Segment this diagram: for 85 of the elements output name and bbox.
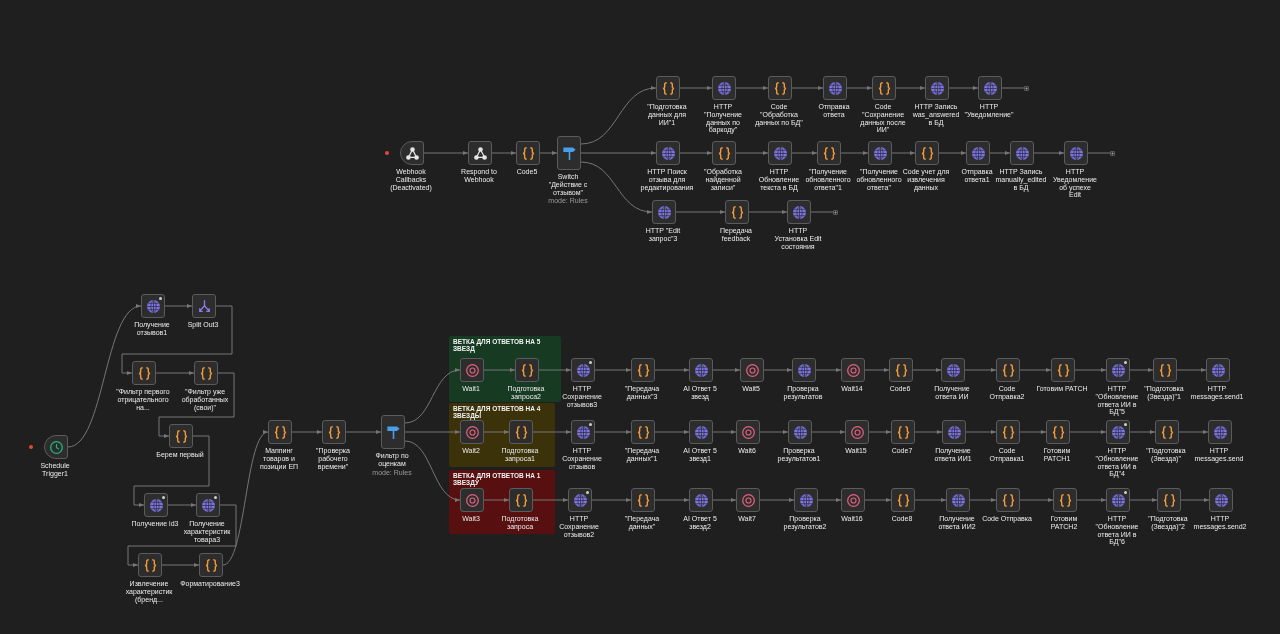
connector-arrow xyxy=(815,368,842,372)
connector-arrow xyxy=(679,86,713,90)
connector-arrow xyxy=(404,440,461,502)
connector-arrow xyxy=(1033,151,1065,155)
connector-arrow xyxy=(164,304,193,308)
connector-arrow xyxy=(1076,498,1107,502)
connector-arrow xyxy=(759,498,795,502)
connector-arrow xyxy=(712,498,737,502)
connector-arrow xyxy=(423,151,469,155)
connector-arrow xyxy=(948,86,979,90)
connector-arrow xyxy=(965,430,997,434)
connector-arrow xyxy=(1019,498,1054,502)
connector-arrow xyxy=(868,430,892,434)
connector-arrow xyxy=(483,368,516,372)
note-panel xyxy=(449,403,555,467)
connector-arrow xyxy=(67,305,142,448)
connector-arrow xyxy=(532,498,569,502)
connector-line xyxy=(1001,87,1025,89)
connector-arrow xyxy=(594,430,632,434)
connector-arrow xyxy=(167,503,197,507)
connector-arrow xyxy=(840,151,869,155)
connector-arrow xyxy=(539,151,558,155)
connector-arrow xyxy=(735,151,769,155)
connector-arrow xyxy=(735,86,769,90)
connector-arrow xyxy=(580,86,657,145)
connector-arrow xyxy=(654,498,690,502)
connector-arrow xyxy=(1129,430,1156,434)
connector-arrow xyxy=(133,435,210,507)
connector-arrow xyxy=(532,430,572,434)
connector-arrow xyxy=(1129,368,1154,372)
connector-arrow xyxy=(846,86,873,90)
connector-arrow xyxy=(483,498,510,502)
note-panel xyxy=(449,336,561,402)
connector-arrow xyxy=(914,498,947,502)
connector-arrow xyxy=(1129,498,1158,502)
connector-arrow xyxy=(483,430,510,434)
connector-arrow xyxy=(1019,368,1052,372)
connector-arrow xyxy=(895,86,926,90)
connector-arrow xyxy=(404,368,461,424)
connector-arrow xyxy=(345,430,382,434)
connector-arrow xyxy=(158,372,235,438)
connector-arrow xyxy=(155,371,195,375)
connector-arrow xyxy=(938,151,967,155)
connector-arrow xyxy=(538,368,572,372)
connector-arrow xyxy=(121,305,233,375)
connector-arrow xyxy=(594,368,632,372)
connector-arrow xyxy=(969,498,997,502)
connector-arrow xyxy=(1019,430,1047,434)
connector-arrow xyxy=(964,368,997,372)
connector-arrow xyxy=(1074,368,1107,372)
connector-arrow xyxy=(811,430,846,434)
connector-arrow xyxy=(759,430,789,434)
connector-arrow xyxy=(679,151,713,155)
connector-arrow xyxy=(654,368,690,372)
connector-arrow xyxy=(912,368,942,372)
connector-arrow xyxy=(712,430,737,434)
connector-arrow xyxy=(404,430,461,434)
connector-arrow xyxy=(763,368,793,372)
connector-arrow xyxy=(712,368,741,372)
connector-arrow xyxy=(654,430,690,434)
connector-arrow xyxy=(914,430,943,434)
connector-arrow xyxy=(1069,430,1107,434)
connector-arrow xyxy=(864,498,892,502)
connector-arrow xyxy=(791,151,818,155)
connector-line xyxy=(1087,152,1111,154)
connector-arrow xyxy=(864,368,890,372)
connector-arrow xyxy=(580,161,653,214)
note-panel xyxy=(449,470,555,534)
connector-arrow xyxy=(1176,368,1207,372)
connector-arrow xyxy=(748,210,788,214)
connector-arrow xyxy=(127,504,237,567)
connector-arrow xyxy=(891,151,916,155)
connector-arrow xyxy=(491,151,517,155)
connector-arrow xyxy=(675,210,726,214)
connector-arrow xyxy=(222,431,269,566)
connector-arrow xyxy=(1178,430,1209,434)
connector-arrow xyxy=(161,563,200,567)
connector-arrow xyxy=(291,430,323,434)
connector-arrow xyxy=(817,498,842,502)
connector-arrow xyxy=(989,151,1011,155)
connector-arrow xyxy=(591,498,632,502)
connector-line xyxy=(810,211,834,213)
connector-arrow xyxy=(791,86,824,90)
connector-arrow xyxy=(1180,498,1210,502)
connector-arrow xyxy=(580,151,657,155)
